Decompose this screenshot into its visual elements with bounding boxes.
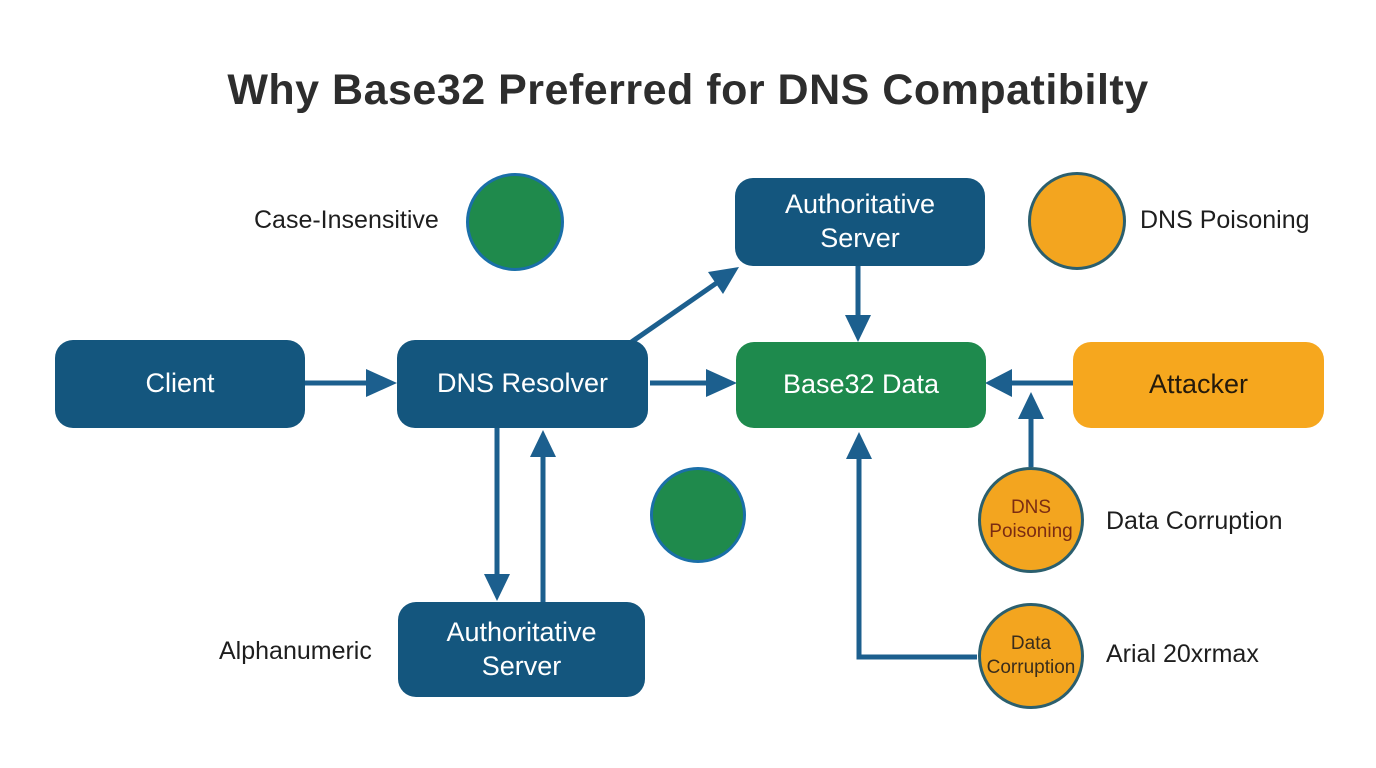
node-base32-data: Base32 Data: [736, 342, 986, 428]
orange-dot-dns-poisoning: [1028, 172, 1126, 270]
label-data-corruption: Data Corruption: [1106, 507, 1283, 535]
badge-data-corruption: Data Corruption: [978, 603, 1084, 709]
node-client-label: Client: [145, 368, 215, 399]
arrow-resolver-to-auth-top: [628, 267, 739, 346]
green-dot-center: [650, 467, 746, 563]
node-authoritative-server-top: Authoritative Server: [735, 178, 985, 266]
node-auth-bottom-line2: Server: [481, 650, 562, 681]
arrow-auth-top-to-base32: [845, 266, 871, 342]
node-authoritative-server-bottom: Authoritative Server: [398, 602, 645, 697]
node-dns-resolver-label: DNS Resolver: [436, 368, 609, 399]
node-client: Client: [55, 340, 305, 428]
node-attacker-label: Attacker: [1148, 369, 1249, 400]
arrow-resolver-to-base32: [650, 369, 737, 397]
node-auth-bottom-line1: Authoritative: [446, 616, 597, 647]
arrow-client-to-resolver: [305, 369, 397, 397]
arrow-auth-bottom-to-resolver: [530, 430, 556, 602]
arrow-corruption-circle-to-base32: [846, 432, 977, 660]
node-attacker: Attacker: [1073, 342, 1324, 428]
badge-dns-poisoning-line1: DNS: [1010, 497, 1052, 519]
green-dot-case-insensitive: [466, 173, 564, 271]
label-alphanumeric: Alphanumeric: [219, 637, 372, 665]
page-title: Why Base32 Preferred for DNS Compatibilt…: [227, 66, 1149, 114]
node-base32-data-label: Base32 Data: [782, 369, 940, 400]
arrow-attacker-to-base32: [985, 369, 1073, 397]
label-arial-20xrmax: Arial 20xrmax: [1106, 640, 1259, 668]
arrow-resolver-to-auth-bottom: [484, 428, 510, 601]
label-dns-poisoning: DNS Poisoning: [1140, 206, 1310, 234]
badge-data-corruption-line1: Data: [1010, 633, 1052, 655]
node-auth-top-line2: Server: [820, 223, 900, 253]
node-auth-top-line1: Authoritative: [784, 189, 936, 220]
node-dns-resolver: DNS Resolver: [397, 340, 648, 428]
badge-dns-poisoning-line2: Poisoning: [989, 521, 1073, 542]
arrow-poisoning-circle-up: [1018, 392, 1044, 467]
label-case-insensitive: Case-Insensitive: [254, 206, 439, 234]
badge-dns-poisoning: DNS Poisoning: [978, 467, 1084, 573]
badge-data-corruption-line2: Corruption: [986, 657, 1076, 678]
